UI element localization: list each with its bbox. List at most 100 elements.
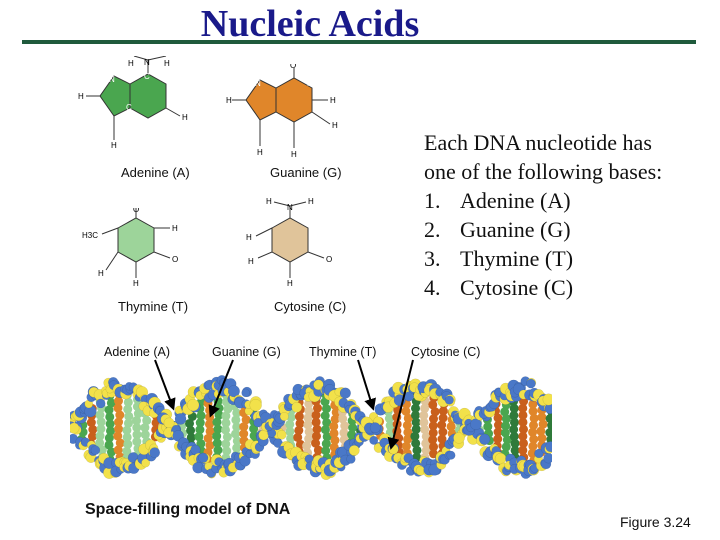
base-atom xyxy=(510,445,520,455)
base-atom xyxy=(132,437,142,447)
base-atom xyxy=(509,417,519,427)
base-atom xyxy=(420,403,430,413)
base-atom xyxy=(113,403,123,413)
base-atom xyxy=(529,420,539,430)
list-item: 3.Thymine (T) xyxy=(424,246,574,271)
base-atom xyxy=(285,419,295,429)
base-atom xyxy=(538,419,548,429)
thymine-structure-label: Thymine (T) xyxy=(118,299,189,314)
base-atom xyxy=(302,441,312,451)
figure-number: Figure 3.24 xyxy=(620,514,691,530)
base-atom xyxy=(123,418,133,428)
backbone-atom xyxy=(249,398,262,412)
base-atom xyxy=(545,414,552,424)
backbone-atom xyxy=(339,387,351,399)
base-atom xyxy=(105,419,115,429)
base-atom xyxy=(304,406,314,416)
base-atom xyxy=(95,438,105,448)
base-atom xyxy=(330,435,340,445)
base-atom xyxy=(501,442,511,452)
base-atom xyxy=(322,418,332,428)
base-atom xyxy=(212,417,222,427)
base-atom xyxy=(86,418,96,428)
list-item: 1.Adenine (A) xyxy=(424,188,571,213)
adenine-structure: N H H H H H C N C xyxy=(78,56,188,150)
base-atom xyxy=(509,424,519,434)
base-atom xyxy=(286,433,296,443)
backbone-atom xyxy=(526,378,536,389)
svg-text:H: H xyxy=(182,113,188,122)
base-atom xyxy=(412,445,422,455)
base-atom xyxy=(537,433,547,443)
svg-text:H: H xyxy=(248,257,254,266)
base-atom xyxy=(421,438,431,448)
base-atom xyxy=(304,399,314,409)
base-atom xyxy=(493,434,503,444)
base-atom xyxy=(123,397,133,407)
base-atom xyxy=(536,426,546,436)
base-atom xyxy=(113,445,123,455)
base-atom xyxy=(249,431,259,441)
svg-text:H: H xyxy=(78,92,84,101)
backbone-atom xyxy=(198,452,209,463)
model-label-adenine: Adenine (A) xyxy=(104,345,171,359)
base-atom xyxy=(232,443,242,453)
svg-text:H: H xyxy=(330,96,336,105)
base-atom xyxy=(501,414,511,424)
base-atom xyxy=(311,438,321,448)
base-atom xyxy=(115,438,125,448)
bases-description: Each DNA nucleotide has one of the follo… xyxy=(424,128,704,302)
base-atom xyxy=(320,411,330,421)
dna-space-filling-model xyxy=(70,366,552,490)
backbone-atom xyxy=(444,395,454,405)
model-label-thymine: Thymine (T) xyxy=(309,345,377,359)
backbone-atom xyxy=(479,433,491,445)
base-atom xyxy=(311,431,321,441)
backbone-atom xyxy=(348,445,360,456)
base-atom xyxy=(312,424,322,434)
base-atom xyxy=(303,420,313,430)
svg-text:H: H xyxy=(291,150,297,159)
base-atom xyxy=(528,427,538,437)
base-atom xyxy=(87,432,97,442)
base-atom xyxy=(231,429,241,439)
svg-text:H: H xyxy=(111,141,117,150)
base-atom xyxy=(500,428,510,438)
svg-text:H: H xyxy=(98,269,104,278)
model-caption: Space-filling model of DNA xyxy=(85,501,291,518)
base-atom xyxy=(239,422,249,432)
base-atom xyxy=(347,430,357,440)
base-atom xyxy=(518,403,528,413)
base-atom xyxy=(231,415,241,425)
base-atom xyxy=(428,421,438,431)
backbone-atom xyxy=(393,394,406,407)
backbone-atom xyxy=(70,422,80,434)
base-atom xyxy=(437,420,447,430)
base-atom xyxy=(285,426,295,436)
base-atom xyxy=(321,439,331,449)
base-atom xyxy=(196,439,206,449)
base-atom xyxy=(133,409,143,419)
base-atom xyxy=(95,431,105,441)
base-atom xyxy=(239,429,249,439)
base-atom xyxy=(428,400,438,410)
base-atom xyxy=(221,439,231,449)
base-atom xyxy=(232,436,242,446)
base-atom xyxy=(438,406,448,416)
base-atom xyxy=(528,399,538,409)
base-atom xyxy=(195,425,205,435)
base-atom xyxy=(502,435,512,445)
adenine-structure-label: Adenine (A) xyxy=(121,165,190,180)
base-atom xyxy=(104,433,114,443)
base-atom xyxy=(114,417,124,427)
intro-line-2: one of the following bases: xyxy=(424,159,663,184)
base-atom xyxy=(132,423,142,433)
base-atom xyxy=(222,432,232,442)
base-atom xyxy=(429,414,439,424)
base-atom xyxy=(293,432,303,442)
base-atom xyxy=(428,435,438,445)
backbone-atom xyxy=(446,450,456,460)
base-atom xyxy=(518,424,528,434)
base-atom xyxy=(438,413,448,423)
base-atom xyxy=(294,411,304,421)
